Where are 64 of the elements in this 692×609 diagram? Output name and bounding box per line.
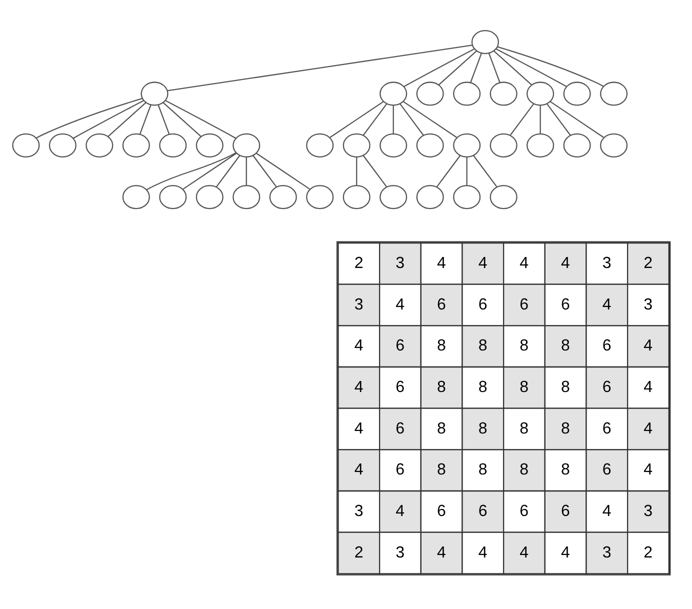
label: 3 [602,542,612,561]
label: 4 [396,501,405,520]
label: 2 [354,253,364,272]
label: 8 [478,336,488,354]
label: 6 [396,418,405,437]
label: 4 [354,460,364,478]
label: 8 [478,418,488,437]
label: 6 [478,294,488,313]
label: 4 [436,542,446,561]
label: 8 [436,418,446,437]
label: 3 [396,542,405,561]
label: 6 [396,336,405,354]
label: 4 [644,418,653,437]
label: 4 [354,377,364,396]
label: 4 [644,377,653,396]
label: 2 [644,253,653,272]
label: 4 [520,253,529,272]
label: 6 [602,377,612,396]
label: 8 [520,377,529,396]
label: 2 [354,542,364,561]
label: 8 [560,377,570,396]
label: 8 [560,336,570,354]
label: 8 [520,460,529,478]
label: 6 [396,460,405,478]
label: 6 [520,294,529,313]
label: 8 [436,336,446,354]
label: 4 [478,253,488,272]
label: 6 [436,501,446,520]
label: 8 [560,418,570,437]
label: 8 [520,336,529,354]
label: 6 [478,501,488,520]
label: 8 [560,460,570,478]
label: 8 [436,377,446,396]
label: 6 [602,418,612,437]
label: 4 [520,542,529,561]
label: 8 [436,460,446,478]
label: 4 [436,253,446,272]
label: 4 [354,418,364,437]
label: 4 [644,460,653,478]
label: 2 [644,542,653,561]
label: 6 [520,501,529,520]
label: 6 [602,460,612,478]
label: 4 [396,294,405,313]
label: 4 [354,336,364,354]
label: 4 [478,542,488,561]
label: 8 [520,418,529,437]
label: 8 [478,460,488,478]
label: 3 [354,501,364,520]
label: 3 [644,294,653,313]
label: 6 [436,294,446,313]
label: 4 [560,253,570,272]
label: 4 [644,336,653,354]
label: 6 [560,294,570,313]
label: 4 [602,294,612,313]
label: 4 [560,542,570,561]
label: 8 [478,377,488,396]
label: 3 [602,253,612,272]
label: 4 [602,501,612,520]
label: 6 [396,377,405,396]
label: 6 [602,336,612,354]
label: 3 [354,294,364,313]
label: 3 [396,253,405,272]
label: 6 [560,501,570,520]
label: 3 [644,501,653,520]
